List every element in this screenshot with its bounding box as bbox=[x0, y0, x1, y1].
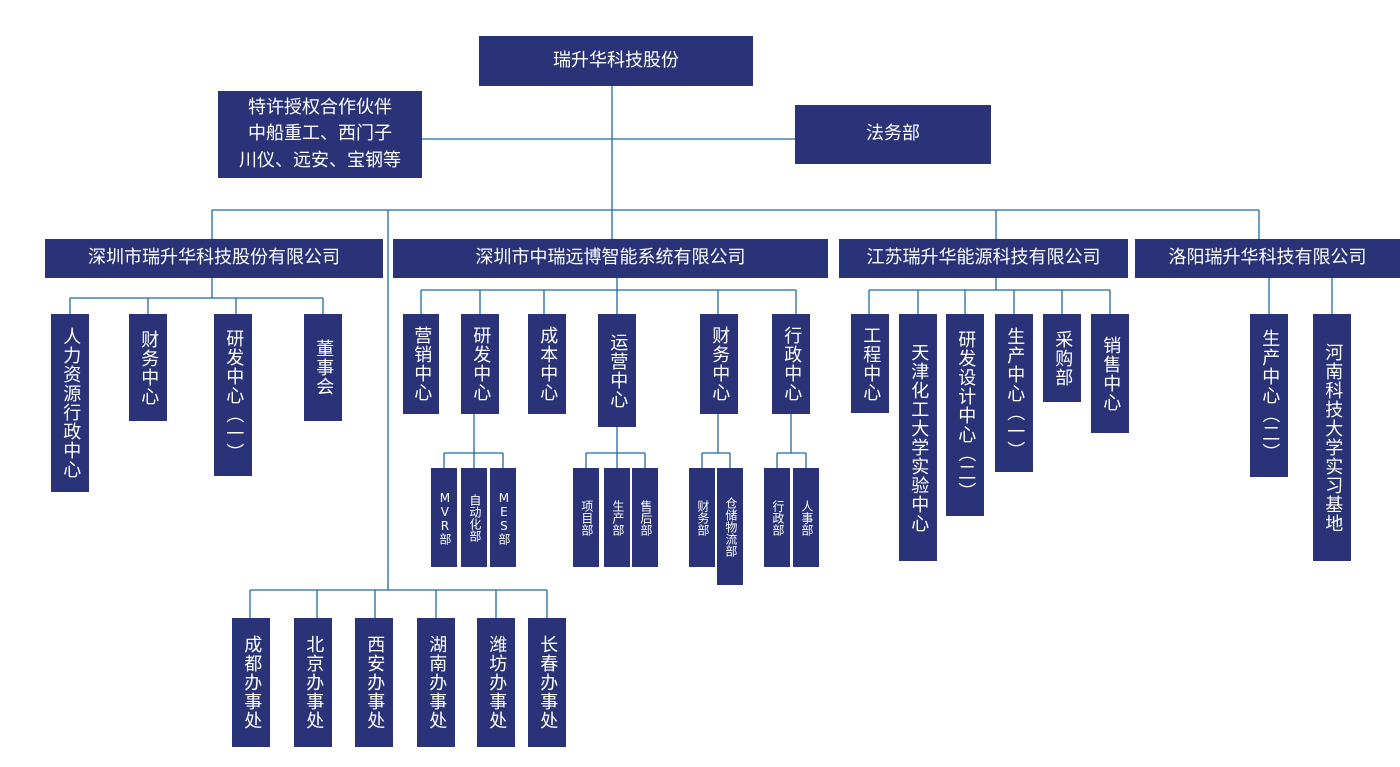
dept-hr-admin-center: 人力资源行政中心 bbox=[51, 314, 89, 492]
subdept-finance: 财务部 bbox=[689, 468, 715, 567]
company-shenzhen-zhongruiyuanbo: 深圳市中瑞远博智能系统有限公司 bbox=[393, 239, 828, 278]
subdept-production: 生产部 bbox=[604, 468, 630, 567]
subdept-after-sales: 售后部 bbox=[632, 468, 658, 567]
subdept-mes: MES部 bbox=[490, 468, 516, 567]
dept-marketing-center: 营销中心 bbox=[403, 314, 439, 414]
dept-admin-center: 行政中心 bbox=[772, 314, 810, 414]
subdept-personnel: 人事部 bbox=[793, 468, 819, 567]
office-chengdu: 成都办事处 bbox=[232, 618, 270, 747]
dept-rd-center: 研发中心 bbox=[461, 314, 499, 414]
dept-purchasing: 采购部 bbox=[1043, 314, 1081, 402]
dept-production-center-2: 生产中心（二） bbox=[1250, 314, 1288, 477]
root-company-box: 瑞升华科技股份 bbox=[479, 36, 753, 86]
office-hunan: 湖南办事处 bbox=[417, 618, 455, 747]
dept-rd-center-1: 研发中心（一） bbox=[214, 314, 252, 476]
office-changchun: 长春办事处 bbox=[528, 618, 566, 747]
subdept-mvr: MVR部 bbox=[431, 468, 457, 567]
company-jiangsu-ruishenghua: 江苏瑞升华能源科技有限公司 bbox=[839, 239, 1128, 278]
partner-box: 特许授权合作伙伴 中船重工、西门子 川仪、远安、宝钢等 bbox=[218, 91, 422, 178]
dept-sales-center: 销售中心 bbox=[1091, 314, 1129, 433]
subdept-project: 项目部 bbox=[573, 468, 599, 567]
dept-henan-training-base: 河南科技大学实习基地 bbox=[1313, 314, 1351, 561]
company-shenzhen-ruishenghua: 深圳市瑞升华科技股份有限公司 bbox=[45, 239, 383, 278]
dept-tianjin-lab-center: 天津化工大学实验中心 bbox=[899, 314, 937, 561]
dept-rd-design-center-2: 研发设计中心（二） bbox=[946, 314, 984, 516]
legal-department-box: 法务部 bbox=[795, 105, 991, 164]
subdept-automation: 自动化部 bbox=[461, 468, 487, 567]
office-beijing: 北京办事处 bbox=[294, 618, 332, 747]
dept-board: 董事会 bbox=[304, 314, 342, 421]
company-luoyang-ruishenghua: 洛阳瑞升华科技有限公司 bbox=[1135, 239, 1400, 278]
subdept-administration: 行政部 bbox=[764, 468, 790, 567]
dept-finance-center: 财务中心 bbox=[129, 314, 167, 421]
dept-cost-center: 成本中心 bbox=[528, 314, 566, 414]
subdept-warehouse-logistics: 仓储物流部 bbox=[717, 468, 743, 585]
office-xian: 西安办事处 bbox=[355, 618, 393, 747]
dept-operations-center: 运营中心 bbox=[598, 314, 636, 427]
office-weifang: 潍坊办事处 bbox=[477, 618, 515, 747]
dept-engineering-center: 工程中心 bbox=[851, 314, 889, 413]
dept-production-center-1: 生产中心（一） bbox=[995, 314, 1033, 472]
dept-finance-center-2: 财务中心 bbox=[700, 314, 738, 414]
